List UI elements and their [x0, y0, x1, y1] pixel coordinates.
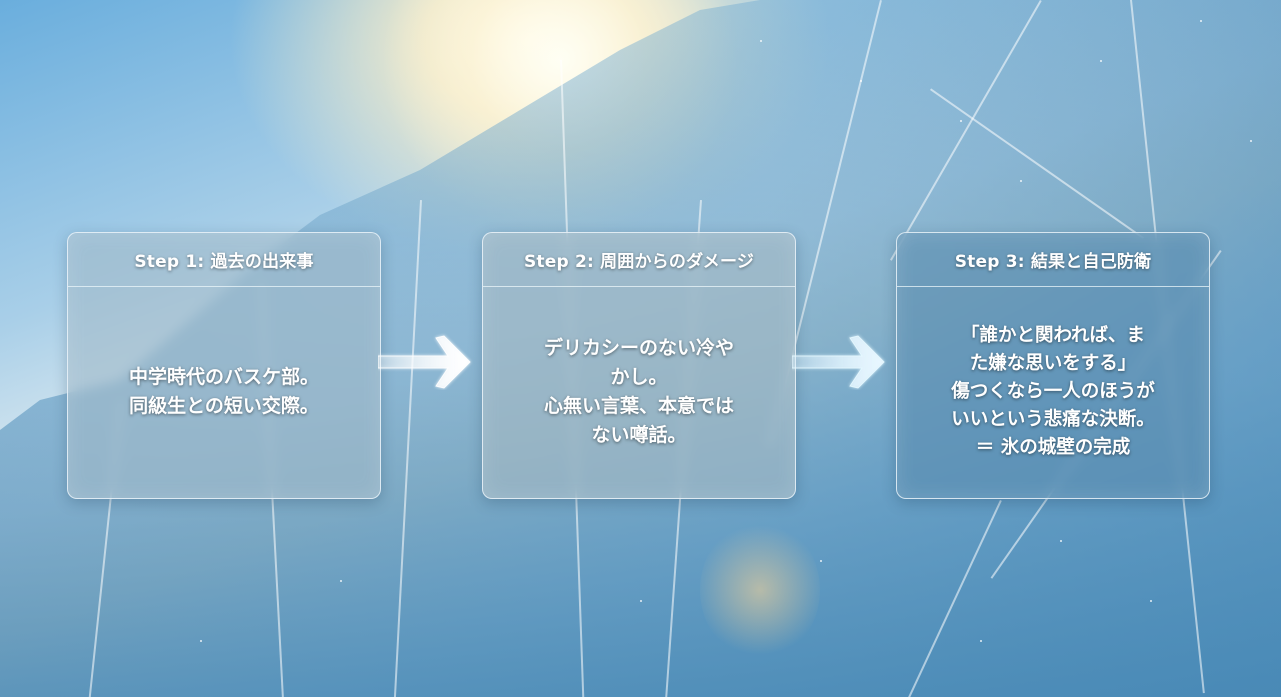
- step-3-line: 傷つくなら一人のほうが: [951, 381, 1155, 402]
- step-3-line: 「誰かと関われば、ま: [960, 325, 1146, 346]
- sparkle: [960, 120, 962, 122]
- step-1-line: 中学時代のバスケ部。: [128, 366, 319, 388]
- step-1-card: Step 1: 過去の出来事 中学時代のバスケ部。 同級生との短い交際。: [67, 232, 381, 499]
- step-3-line: いいという悲痛な決断。: [951, 409, 1155, 430]
- step-2-card: Step 2: 周囲からのダメージ デリカシーのない冷や かし。 心無い言葉、本…: [482, 232, 796, 499]
- step-1-body: 中学時代のバスケ部。 同級生との短い交際。: [68, 287, 380, 497]
- step-2-line: かし。: [610, 366, 668, 388]
- sparkle: [1200, 20, 1202, 22]
- step-3-line: ＝ 氷の城壁の完成: [975, 437, 1131, 458]
- step-1-line: 同級生との短い交際。: [129, 395, 319, 417]
- arrow-right-icon: [792, 335, 885, 389]
- sparkle: [980, 640, 982, 642]
- step-2-line: ない噂話。: [591, 424, 687, 446]
- step-3-line: た嫌な思いをする」: [969, 353, 1137, 374]
- sparkle: [1060, 540, 1062, 542]
- step-2-line: 心無い言葉、本意では: [543, 395, 734, 417]
- step-2-line: デリカシーのない冷や: [543, 337, 734, 359]
- step-2-body: デリカシーのない冷や かし。 心無い言葉、本意では ない噂話。: [483, 287, 795, 497]
- sparkle: [820, 560, 822, 562]
- step-3-title: Step 3: 結果と自己防衛: [897, 233, 1209, 287]
- sparkle: [340, 580, 342, 582]
- sparkle: [640, 600, 642, 602]
- sparkle: [1020, 180, 1022, 182]
- step-3-card: Step 3: 結果と自己防衛 「誰かと関われば、ま た嫌な思いをする」 傷つく…: [896, 232, 1210, 499]
- step-1-title: Step 1: 過去の出来事: [68, 233, 380, 287]
- sparkle: [200, 640, 202, 642]
- step-3-body: 「誰かと関われば、ま た嫌な思いをする」 傷つくなら一人のほうが いいという悲痛…: [897, 287, 1209, 497]
- sparkle: [760, 40, 762, 42]
- step-2-title: Step 2: 周囲からのダメージ: [483, 233, 795, 287]
- arrow-right-icon: [378, 335, 471, 389]
- sparkle: [1100, 60, 1102, 62]
- sparkle: [1250, 140, 1252, 142]
- sparkle: [860, 80, 862, 82]
- sparkle: [1150, 600, 1152, 602]
- light-flare: [700, 520, 820, 660]
